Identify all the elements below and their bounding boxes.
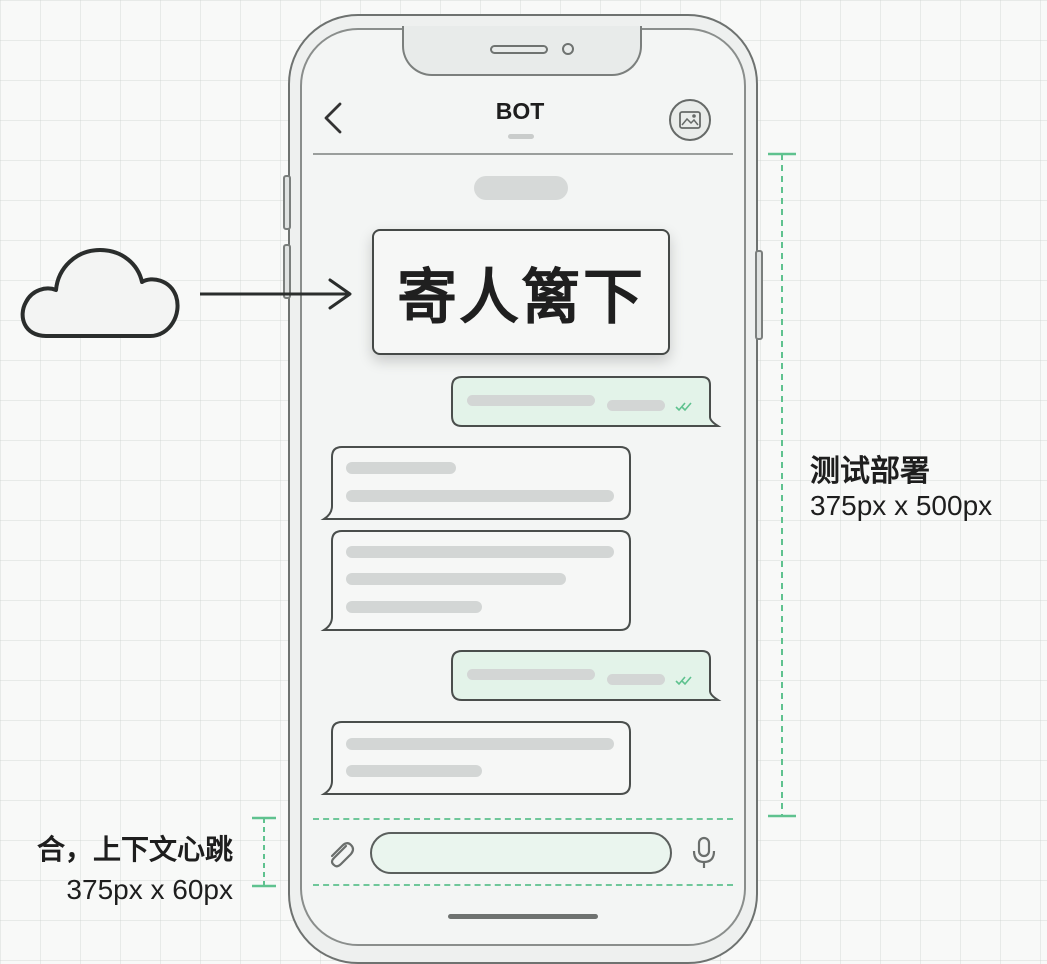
- title-underline: [508, 134, 534, 139]
- annotation-title-left: 合，上下文心跳: [36, 833, 233, 866]
- input-bar-region: [313, 818, 733, 886]
- cloud-icon: [16, 234, 182, 346]
- incoming-bubble: [320, 530, 631, 631]
- outgoing-bubble: [451, 650, 722, 701]
- highlight-card-text: 寄人篱下: [397, 262, 645, 333]
- incoming-bubble: [320, 721, 631, 795]
- dimension-line-vertical: [768, 152, 796, 818]
- chat-title: BOT: [495, 98, 545, 124]
- avatar-icon[interactable]: [668, 98, 712, 142]
- incoming-bubble: [320, 446, 631, 520]
- dimension-line-small: [252, 816, 276, 888]
- header-divider: [313, 153, 733, 155]
- message-input[interactable]: [370, 832, 672, 874]
- highlight-card: 寄人篱下: [372, 229, 670, 355]
- camera-icon: [562, 43, 574, 55]
- power-button: [755, 250, 763, 340]
- paperclip-icon[interactable]: [322, 836, 358, 872]
- speaker-icon: [490, 45, 548, 54]
- annotation-size-right: 375px x 500px: [810, 490, 993, 521]
- chevron-left-icon[interactable]: [320, 98, 346, 144]
- volume-down-button: [283, 244, 291, 299]
- timestamp-pill: [474, 176, 568, 200]
- annotation-size-left: 375px x 60px: [66, 874, 233, 905]
- arrow-right-icon: [198, 276, 358, 312]
- annotation-title-right: 测试部署: [810, 454, 930, 489]
- volume-up-button: [283, 175, 291, 230]
- notch: [402, 26, 642, 76]
- home-indicator: [448, 914, 598, 919]
- microphone-icon[interactable]: [686, 834, 722, 872]
- outgoing-bubble: [451, 376, 722, 427]
